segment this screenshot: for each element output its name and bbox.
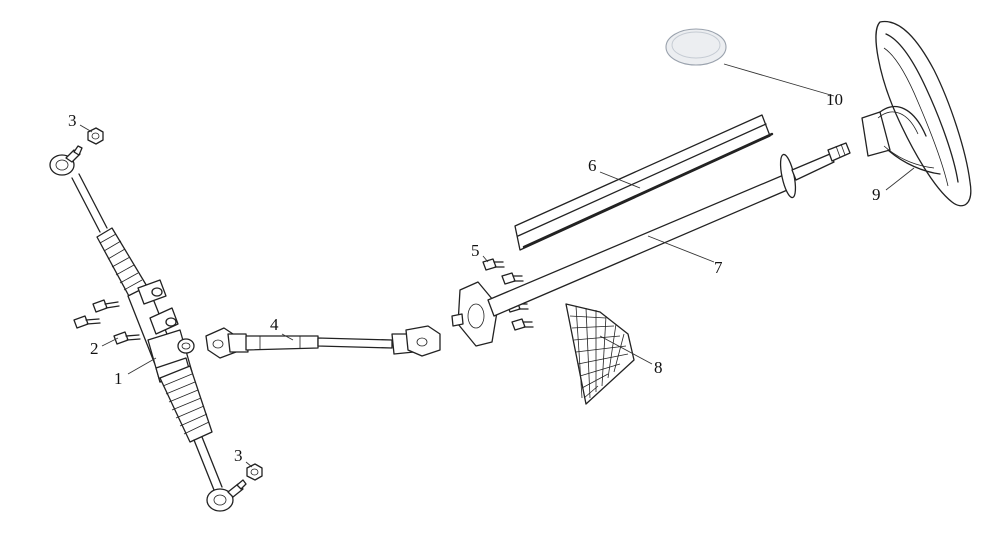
callout-5: 5: [471, 241, 480, 260]
callout-6: 6: [588, 156, 597, 175]
callout-3-upper: 3: [68, 111, 77, 130]
callout-4: 4: [270, 315, 279, 334]
leader-lines: [79, 63, 915, 468]
horn-cap: [665, 28, 727, 66]
tie-rod-nut-lower: [246, 463, 263, 481]
upper-bellows: [96, 227, 149, 299]
callout-9: 9: [872, 185, 881, 204]
steering-wheel: [861, 20, 972, 207]
callout-2: 2: [90, 339, 99, 358]
lower-bellows: [159, 365, 213, 443]
callout-7: 7: [714, 258, 723, 277]
column-cover: [514, 114, 774, 251]
tie-rod-nut-upper: [87, 127, 104, 145]
upper-tie-rod-end: [49, 145, 83, 176]
steering-column: [451, 142, 851, 347]
callout-8: 8: [654, 358, 663, 377]
lower-tie-rod-end: [206, 479, 247, 512]
mounting-bolts: [73, 299, 141, 345]
callout-3-lower: 3: [234, 446, 243, 465]
intermediate-shaft: [205, 325, 441, 359]
callout-1: 1: [114, 369, 123, 388]
callout-10: 10: [826, 90, 843, 109]
steering-rack: [49, 145, 247, 512]
column-boot: [565, 303, 635, 405]
